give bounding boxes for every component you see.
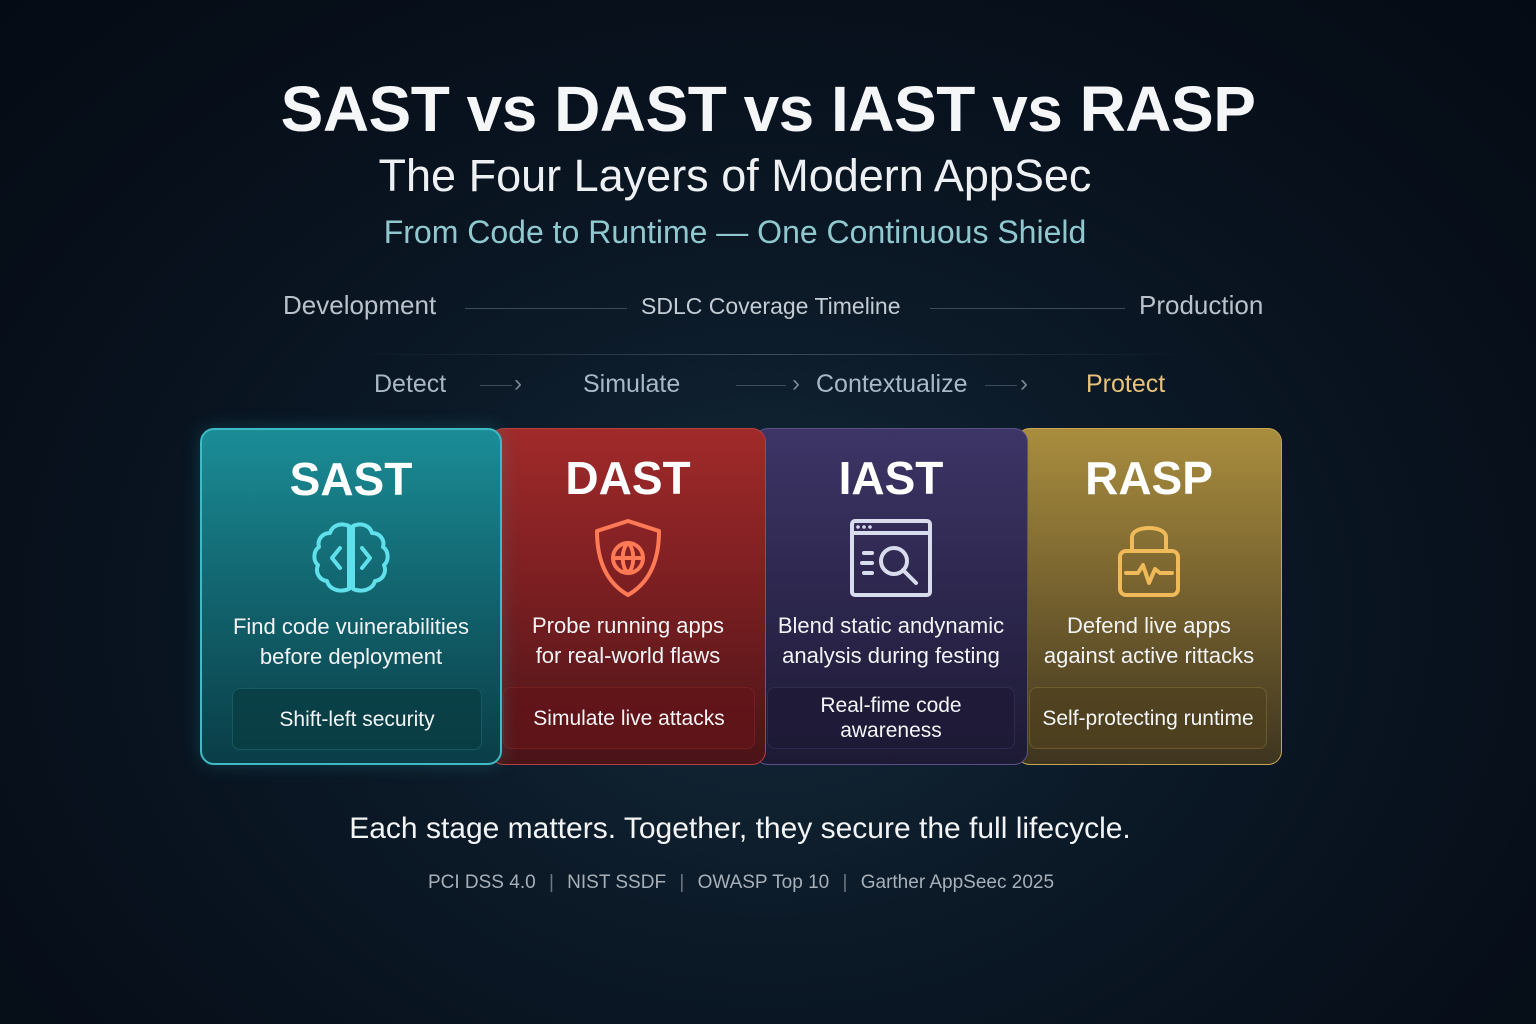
description-line: Probe running apps: [531, 613, 725, 638]
card-description: Find code vuinerabilities before deploym…: [202, 612, 500, 672]
chevron-right-icon: ›: [792, 370, 800, 397]
card-rasp: RASP Defend live apps against active rit…: [1016, 428, 1282, 765]
footer-references: PCI DSS 4.0 | NIST SSDF | OWASP Top 10 |…: [0, 872, 1482, 894]
timeline-center-label: SDLC Coverage Timeline: [641, 293, 901, 319]
description-line: analysis during festing: [782, 643, 1000, 668]
stage-contextualize: Contextualize: [816, 370, 968, 398]
pill-line: awareness: [840, 719, 942, 742]
chevron-right-icon: ›: [514, 370, 522, 397]
stage-arrow-line: [985, 385, 1017, 386]
page-subtitle: The Four Layers of Modern AppSec: [378, 150, 1092, 201]
card-title: SAST: [289, 453, 413, 505]
divider: [350, 354, 1192, 355]
description-line: Defend live apps: [1067, 613, 1231, 638]
card-title: IAST: [838, 452, 944, 504]
card-title: DAST: [565, 452, 691, 504]
reference-separator: |: [679, 872, 685, 893]
reference-item: Garther AppSeec 2025: [860, 872, 1055, 893]
card-pill: Self-protecting runtime: [1029, 687, 1267, 749]
brain-code-icon: [312, 522, 390, 593]
padlock-pulse-icon: [1118, 526, 1180, 597]
reference-item: OWASP Top 10: [697, 872, 830, 893]
card-iast: IAST Blend static andynamic analysis dur…: [754, 428, 1028, 765]
card-description: Blend static andynamic analysis during f…: [755, 611, 1027, 671]
card-title: RASP: [1085, 452, 1213, 504]
stage-arrow-line: [480, 385, 512, 386]
card-dast: DAST Probe running apps for real-world f…: [490, 428, 766, 765]
pill-line: Real-fime code: [820, 694, 962, 717]
description-line: Blend static andynamic: [777, 613, 1005, 638]
description-line: before deployment: [259, 644, 443, 669]
card-pill: Simulate live attacks: [503, 687, 755, 749]
stage-detect: Detect: [374, 370, 447, 398]
card-sast: SAST Find code vuinerabilities before de…: [200, 428, 502, 765]
timeline-line-left: [465, 308, 627, 309]
reference-separator: |: [548, 872, 554, 893]
description-line: Find code vuinerabilities: [232, 614, 470, 639]
timeline-end-label: Production: [1139, 290, 1264, 320]
stage-arrow-line: [736, 385, 786, 386]
shield-globe-icon: [595, 519, 661, 597]
card-pill: Shift-left security: [232, 688, 482, 750]
reference-item: NIST SSDF: [567, 872, 667, 893]
tagline: From Code to Runtime — One Continuous Sh…: [383, 214, 1087, 250]
card-pill: Real-fime code awareness: [767, 687, 1015, 749]
timeline-start-label: Development: [283, 290, 437, 320]
stage-protect: Protect: [1086, 370, 1166, 398]
card-description: Defend live apps against active rittacks: [1017, 611, 1281, 671]
card-description: Probe running apps for real-world flaws: [491, 611, 765, 671]
reference-item: PCI DSS 4.0: [427, 872, 536, 893]
browser-magnifier-icon: [850, 519, 932, 597]
page-title: SAST vs DAST vs IAST vs RASP: [280, 73, 1256, 145]
stage-simulate: Simulate: [583, 370, 681, 398]
chevron-right-icon: ›: [1020, 370, 1028, 397]
description-line: against active rittacks: [1043, 643, 1255, 668]
timeline-line-right: [930, 308, 1125, 309]
reference-separator: |: [842, 872, 848, 893]
footer-statement: Each stage matters. Together, they secur…: [349, 812, 1131, 845]
description-line: for real-world flaws: [535, 643, 721, 668]
